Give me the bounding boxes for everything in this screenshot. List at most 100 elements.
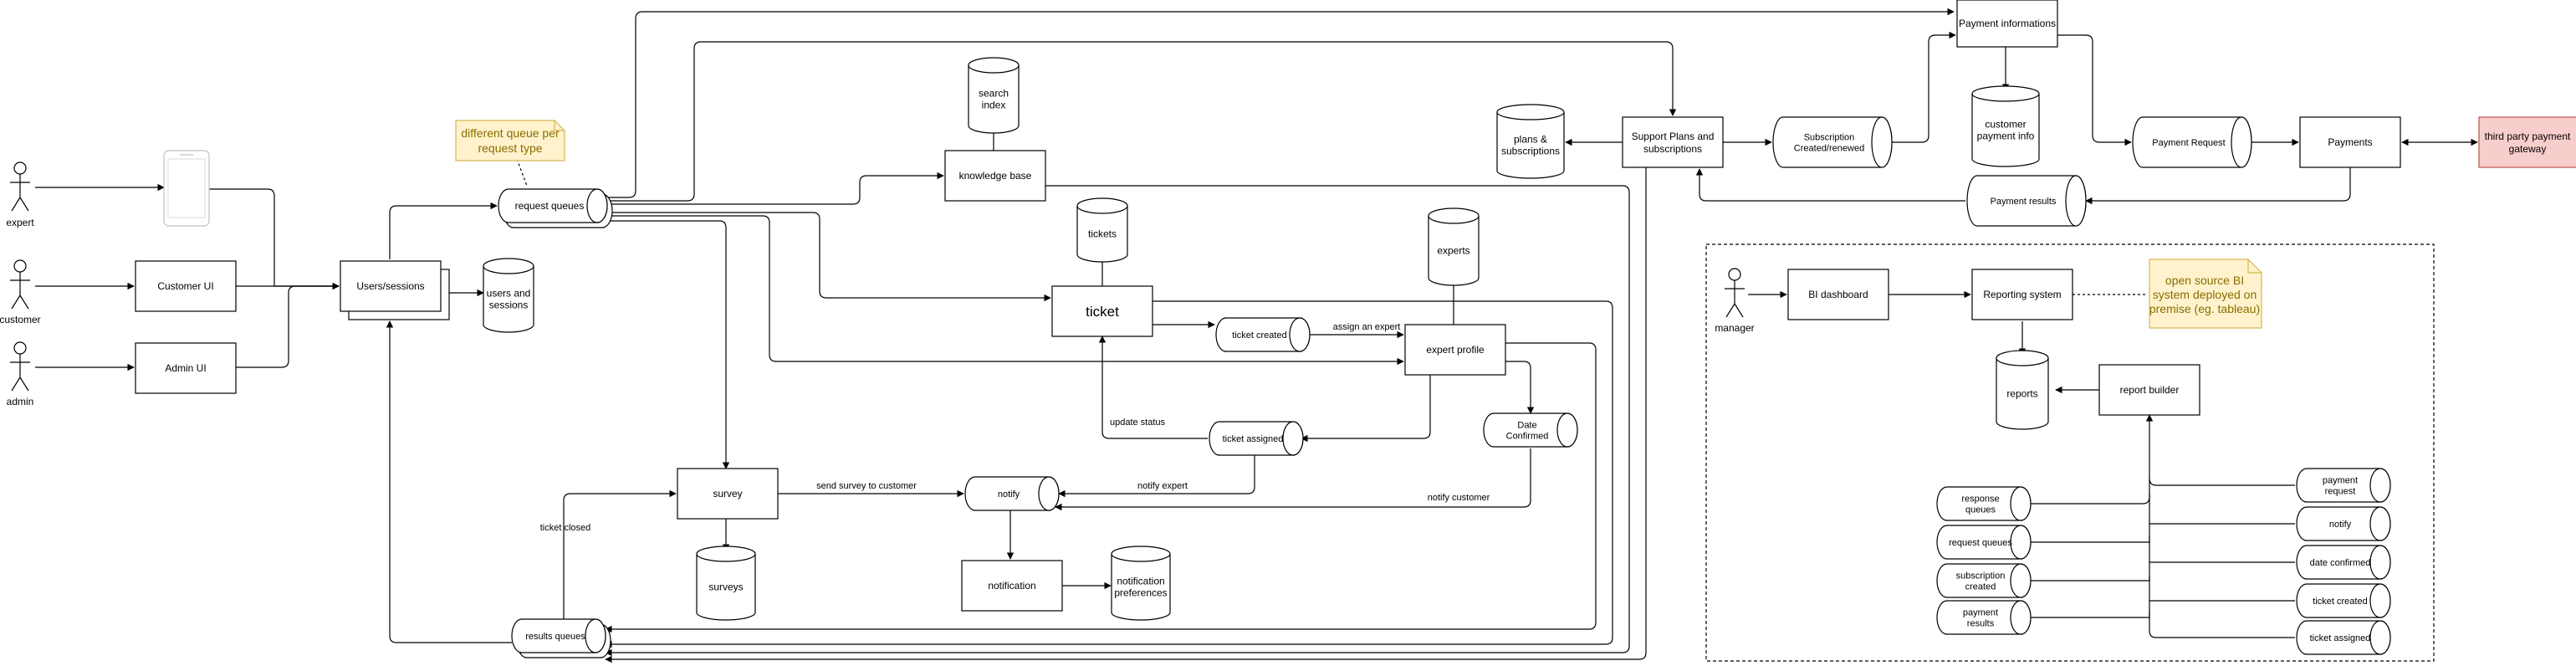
report-queue-right-2[interactable]: date confirmed [2296,545,2391,580]
report-queue-left-1[interactable]: request queues [1936,525,2032,560]
edge-dateconfirmed-notify [1055,448,1531,511]
report-queue-left-3-label-2: results [1967,619,1995,629]
edge-labels: assign an expert update status send surv… [540,322,1490,533]
report-queue-left-2-label-1: subscription [1956,571,2006,581]
users-and-sessions-db-label-1: users and [487,288,531,300]
report-queue-left-1-label: request queues [1949,538,2012,548]
customer-ui-node[interactable]: Customer UI [135,260,237,312]
request-queues[interactable]: request queues [498,188,613,228]
experts-db-label: experts [1437,245,1469,257]
survey-node[interactable]: survey [677,468,779,520]
bi-dashboard-node[interactable]: BI dashboard [1787,269,1889,320]
different-queue-note-line1: different queue per [461,126,560,140]
actor-expert-label: expert [6,217,34,228]
label-notify-customer: notify customer [1428,493,1490,503]
experts-db[interactable]: experts [1428,207,1480,286]
tickets-db-label: tickets [1088,228,1117,240]
edge-requestq-kb [609,172,944,205]
users-sessions-node[interactable]: Users/sessions [340,260,450,320]
support-plans-node[interactable]: Support Plans and subscriptions [1622,116,1724,168]
payment-results-queue[interactable]: Payment results [1966,175,2087,227]
different-queue-note-line2: request type [478,141,542,155]
customer-ui-label: Customer UI [157,280,213,292]
third-party-gateway-line1: third party payment [2485,131,2571,142]
edge-expertprofile-ticketassigned [1301,375,1431,443]
subscription-queue-label-1: Subscription [1804,133,1855,143]
reporting-system-label: Reporting system [1983,289,2061,300]
edge-ticketassigned-notify [1058,448,1255,498]
edge-ticket-resultsq [605,300,1613,648]
report-queue-right-4[interactable]: ticket assigned [2296,620,2391,655]
admin-ui-label: Admin UI [165,362,206,374]
report-queue-right-3-label: ticket created [2313,597,2367,607]
payment-informations-node[interactable]: Payment informations [1956,0,2058,48]
report-queue-left-2-label-2: created [1965,582,1996,592]
report-queue-left-0-label-1: response [1961,494,1999,505]
edge-requestq-ticket [607,212,1051,302]
notify-queue[interactable]: notify [964,476,1060,511]
label-notify-expert: notify expert [1137,481,1188,491]
actor-manager: manager [1715,268,1755,334]
edge-rq-right-0 [2149,478,2295,486]
ticket-node[interactable]: ticket [1051,285,1153,337]
payment-request-queue[interactable]: Payment Request [2132,116,2252,168]
reporting-system-node[interactable]: Reporting system [1971,269,2073,320]
report-builder-node[interactable]: report builder [2098,364,2200,416]
edge-supportplans-resultsq [605,167,1647,663]
subscription-queue-label-2: Created/renewed [1794,144,1864,154]
support-plans-label-line2: subscriptions [1643,143,1702,155]
tickets-db[interactable]: tickets [1076,197,1128,263]
label-update-status: update status [1110,418,1166,428]
date-confirmed-queue-label-2: Confirmed [1506,432,1549,442]
edge-note-requestq [516,158,528,187]
reports-db[interactable]: reports [1996,350,2049,430]
bi-note-line1: open source BI [2165,274,2244,287]
label-ticket-closed: ticket closed [540,523,591,533]
request-queues-label: request queues [515,200,585,212]
payments-node[interactable]: Payments [2299,116,2401,168]
bi-note: open source BI system deployed on premis… [2149,259,2262,329]
edge-resultsq-survey [563,489,677,621]
report-queue-right-3[interactable]: ticket created [2296,583,2391,618]
results-queues[interactable]: results queues [511,618,611,658]
edge-requestq-expertprofile [606,215,1404,366]
expert-profile-node[interactable]: expert profile [1404,324,1506,376]
users-and-sessions-db-label-2: sessions [489,300,529,311]
actor-manager-label: manager [1715,322,1754,334]
results-queues-label: results queues [525,632,585,642]
report-queue-right-4-label: ticket assigned [2310,633,2371,643]
ticket-created-queue[interactable]: ticket created [1215,317,1311,352]
knowledge-base-node[interactable]: knowledge base [944,150,1046,202]
edge-rq-left-1 [2031,494,2150,543]
report-queue-right-0-label-2: request [2325,487,2356,497]
admin-ui-node[interactable]: Admin UI [135,342,237,394]
edge-kb-resultsq [605,185,1630,657]
payments-label: Payments [2328,136,2372,148]
report-queue-right-1[interactable]: notify [2296,506,2391,541]
different-queue-note: different queue per request type [455,120,565,161]
edge-subscription-paymentinfo [1892,31,1956,143]
search-index-db-label-1: search [979,88,1009,100]
notification-node[interactable]: notification [961,560,1063,612]
plans-subscriptions-db[interactable]: plans &subscriptions [1496,104,1565,179]
ticket-label: ticket [1086,304,1119,320]
actor-customer-label: customer [0,314,41,325]
edge-rq-right-4 [2149,611,2295,638]
ticket-assigned-queue[interactable]: ticket assigned [1209,421,1304,456]
surveys-db[interactable]: surveys [696,546,756,621]
bi-dashboard-label: BI dashboard [1808,289,1868,300]
report-queue-left-3-label-1: payment [1963,608,1998,618]
third-party-gateway-node[interactable]: third party payment gateway [2478,116,2576,168]
